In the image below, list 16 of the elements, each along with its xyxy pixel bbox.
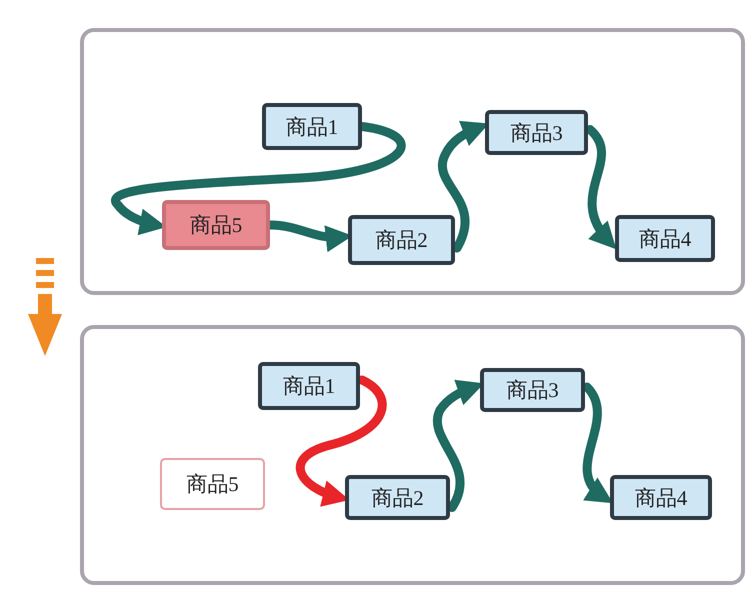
item-box: 商品1 [262, 103, 362, 150]
item-box: 商品3 [485, 110, 588, 155]
highlighted-item-box: 商品5 [162, 200, 270, 250]
curved-arrow [586, 125, 616, 250]
item-box: 商品3 [480, 368, 585, 412]
panel-frame [80, 28, 745, 295]
item-box: 商品4 [615, 215, 715, 262]
curved-arrow [296, 376, 387, 506]
curved-arrow [111, 122, 406, 235]
item-box: 商品4 [610, 475, 712, 520]
curved-arrow [582, 382, 612, 504]
item-box: 商品2 [345, 475, 450, 520]
item-box: 商品1 [258, 362, 360, 410]
item-box: 商品2 [348, 215, 455, 265]
panel-frame [80, 325, 745, 585]
removed-item-box: 商品5 [160, 458, 265, 510]
